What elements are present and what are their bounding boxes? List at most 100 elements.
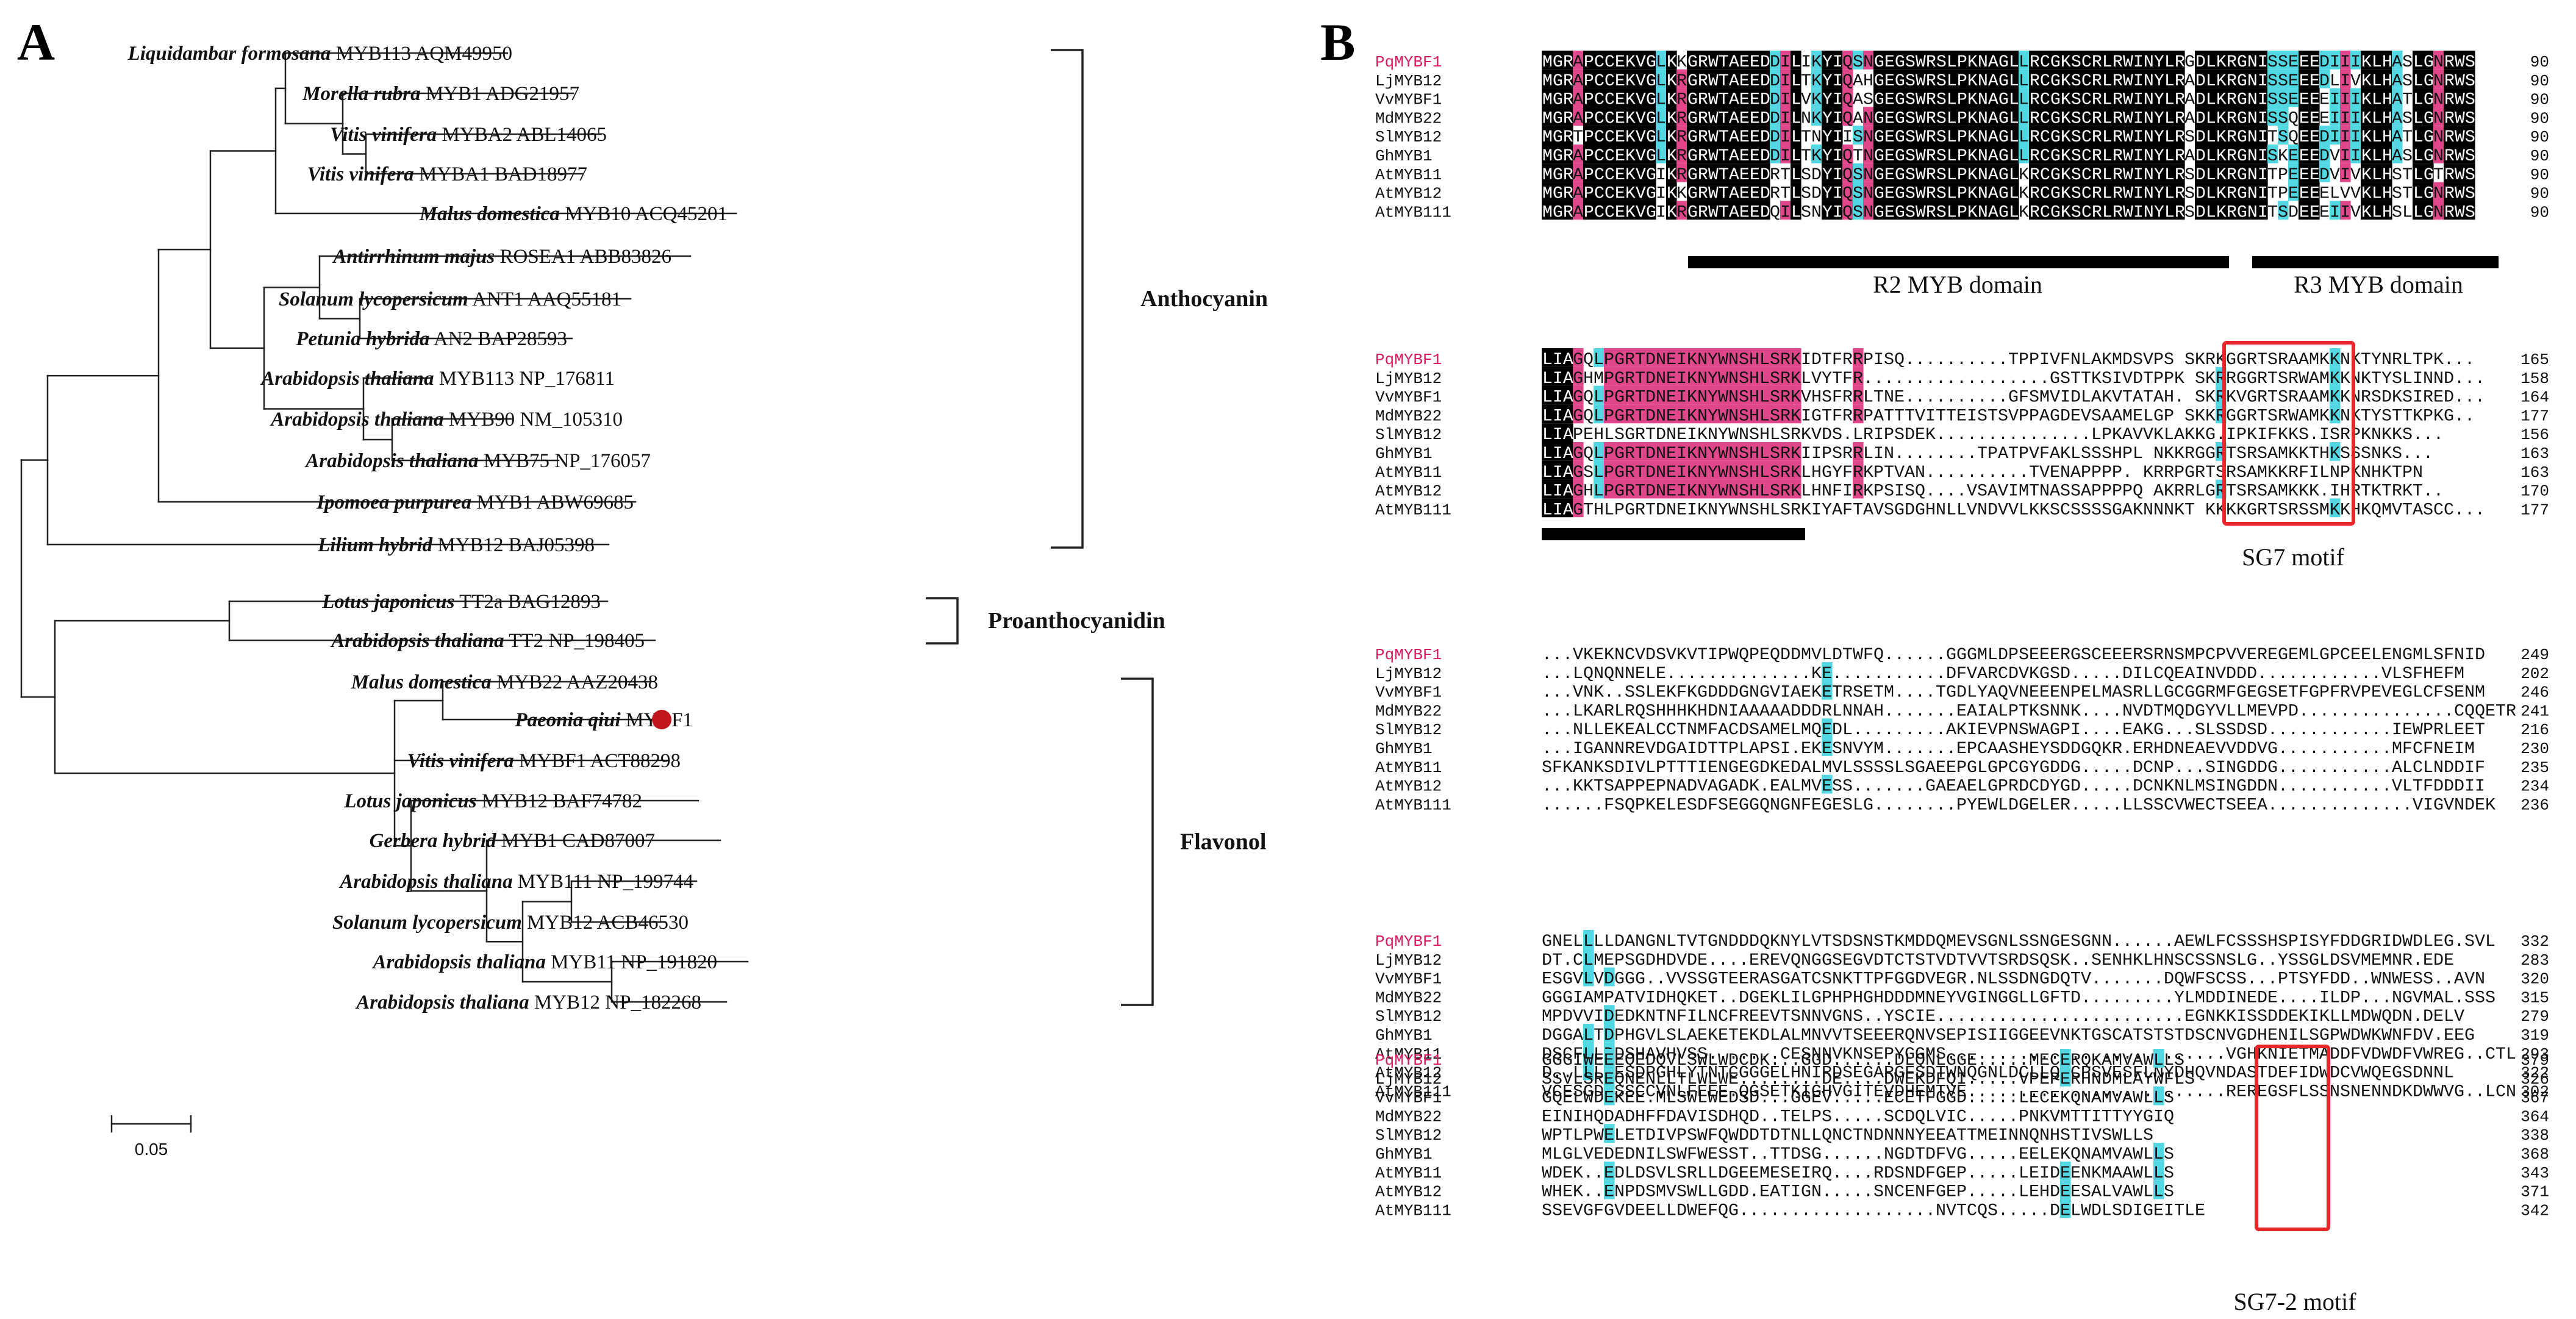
residue-shade: [1552, 385, 1563, 405]
conserved-residue: L: [2164, 185, 2175, 204]
conserved-residue: G: [1646, 91, 1656, 110]
residue-shade: [1697, 107, 1708, 126]
conserved-residue: P: [1584, 72, 1594, 91]
conserved-residue: R: [1698, 147, 1708, 166]
residue-shade: [2050, 69, 2061, 88]
conserved-residue: D: [1760, 91, 1770, 110]
residue-shade: [1946, 201, 1957, 220]
residue-shade: [2392, 107, 2403, 126]
species-name: Lotus japonicus: [321, 591, 454, 613]
residue-shade: [1884, 145, 1895, 163]
residue-shade: [1759, 163, 1770, 182]
residue-shade: [1873, 107, 1884, 126]
conserved-residue: W: [2455, 147, 2465, 166]
conserved-residue: N: [2144, 128, 2154, 147]
residue-shade: [2340, 69, 2351, 88]
conserved-residue: L: [2206, 109, 2216, 128]
conserved-residue: G: [2237, 72, 2247, 91]
residue-shade: [1656, 442, 1667, 461]
conserved-residue: G: [2050, 72, 2061, 91]
residue-shade: [1987, 145, 1998, 163]
residue-shade: [2319, 126, 2330, 145]
conserved-residue: G: [1895, 53, 1905, 72]
residue-shade: [1614, 88, 1625, 107]
conserved-residue: C: [1594, 91, 1605, 110]
residue-shade: [2381, 88, 2392, 107]
conserved-residue: C: [2081, 147, 2092, 166]
residue-shade: [1780, 348, 1791, 367]
conserved-residue: G: [2424, 53, 2434, 72]
residue-shade: [1718, 348, 1729, 367]
residue-shade: [1718, 126, 1729, 145]
sequence-name: AtMYB111: [1375, 796, 1451, 814]
residue-shade: [2423, 69, 2434, 88]
conserved-residue: A: [1729, 109, 1739, 128]
conserved-residue: R: [2227, 147, 2237, 166]
sequence-end-position: 319: [2521, 1026, 2549, 1045]
conserved-residue: L: [2009, 72, 2019, 91]
conserved-residue: G: [1687, 72, 1698, 91]
conserved-residue: L: [1542, 370, 1553, 388]
residue-shade: [1604, 404, 1615, 424]
residue-shade: [1770, 348, 1781, 367]
conserved-residue: L: [1542, 426, 1553, 445]
conserved-residue: K: [1667, 166, 1677, 185]
residue-shade: [1739, 385, 1750, 405]
conserved-residue: C: [1605, 147, 1615, 166]
species-name: Arabidopsis thaliana: [355, 992, 529, 1013]
residue-shade: [1718, 88, 1729, 107]
residue-shade: [1583, 51, 1594, 70]
sequence-end-position: 163: [2521, 463, 2549, 482]
conserved-residue: A: [1729, 53, 1739, 72]
conserved-residue: I: [2133, 91, 2144, 110]
leaf-label: Lotus japonicus TT2a BAG12893: [321, 591, 601, 613]
residue-shade: [2133, 88, 2144, 107]
residue-shade: [1967, 145, 1978, 163]
species-name: Antirrhinum majus: [332, 246, 495, 268]
residue-shade: [1635, 163, 1646, 182]
residue-shade: [2330, 348, 2341, 367]
conserved-residue: R: [2092, 128, 2102, 147]
conserved-residue: I: [2133, 147, 2144, 166]
conserved-residue: R: [2092, 147, 2102, 166]
conserved-residue: E: [1884, 128, 1895, 147]
sequence-name: MdMYB22: [1375, 988, 1442, 1007]
residue-shade: [2122, 126, 2133, 145]
conserved-residue: H: [2382, 91, 2392, 110]
residue-shade: [2050, 201, 2061, 220]
residue-shade: [1915, 145, 1926, 163]
residue-shade: [1594, 201, 1605, 220]
conserved-residue: A: [1563, 426, 1573, 445]
residue-shade: [1925, 126, 1936, 145]
conserved-residue: A: [1729, 203, 1739, 222]
residue-shade: [2133, 201, 2144, 220]
sequence-end-position: 332: [2521, 932, 2549, 951]
residue-shade: [2413, 163, 2424, 182]
conserved-residue: R: [2227, 185, 2237, 204]
residue-shade: [1645, 442, 1656, 461]
residue-shade: [2143, 88, 2154, 107]
conserved-residue: E: [1884, 203, 1895, 222]
residue-shade: [1873, 88, 1884, 107]
residue-shade: [1946, 107, 1957, 126]
conserved-residue: L: [2206, 166, 2216, 185]
sequence-residues: GNELLLLDANGNLTVTGNDDDQKNYLVTSDSNSTKMDDQM…: [1542, 932, 2496, 951]
residue-shade: [2423, 163, 2434, 182]
conserved-residue: G: [1895, 147, 1905, 166]
residue-shade: [1676, 126, 1687, 145]
conserved-residue: K: [1667, 185, 1677, 204]
residue-shade: [1884, 201, 1895, 220]
conserved-residue: G: [2237, 53, 2247, 72]
sequence-name: GhMYB1: [1375, 1026, 1433, 1045]
residue-shade: [1552, 163, 1563, 182]
residue-shade: [1614, 460, 1625, 480]
residue-shade: [1645, 107, 1656, 126]
conserved-residue: L: [1791, 109, 1801, 128]
conserved-residue: E: [1750, 166, 1760, 185]
residue-shade: [1987, 69, 1998, 88]
conserved-residue: C: [1605, 72, 1615, 91]
conserved-residue: C: [2081, 72, 2092, 91]
conserved-residue: L: [1791, 53, 1801, 72]
conserved-residue: I: [2133, 72, 2144, 91]
